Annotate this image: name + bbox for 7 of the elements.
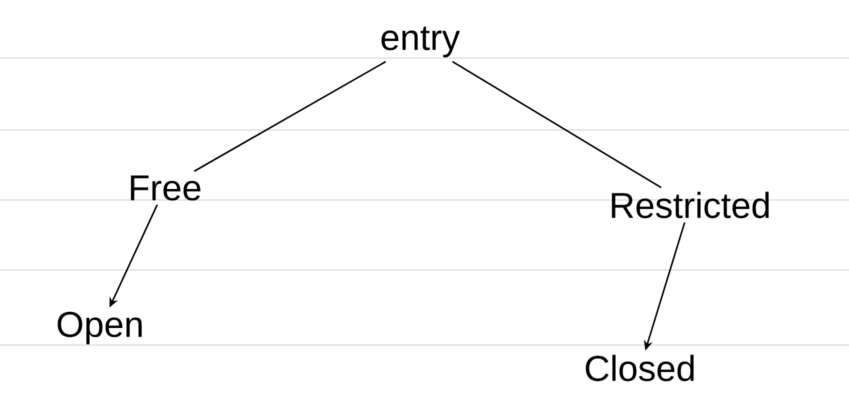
node-label: Closed bbox=[586, 354, 694, 382]
node-label: Free bbox=[130, 175, 200, 201]
node-label: entry bbox=[382, 26, 460, 58]
node-label: Restricted bbox=[612, 192, 769, 218]
connector-line bbox=[452, 60, 662, 188]
node-label: Open bbox=[58, 312, 142, 344]
connector-line bbox=[194, 60, 386, 172]
